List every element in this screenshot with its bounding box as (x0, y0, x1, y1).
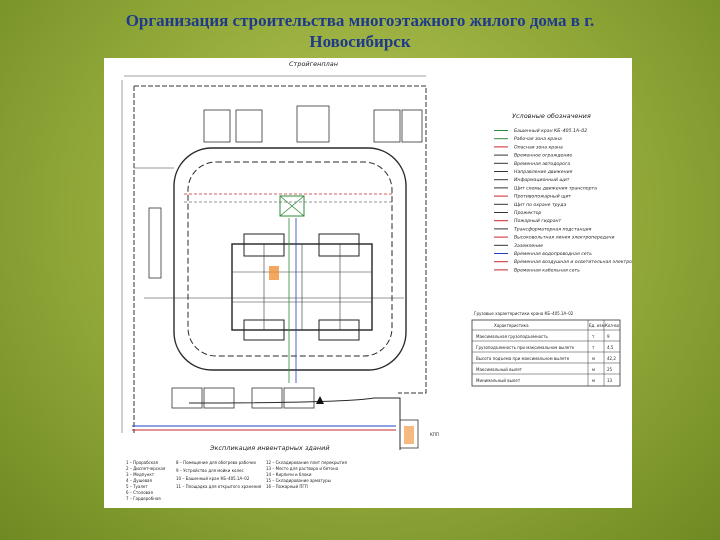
legend-item-label: Противопожарный щит (514, 194, 571, 200)
tower-crane-symbol (279, 195, 305, 217)
svg-text:9 – Устройство для мойки колес: 9 – Устройство для мойки колес (176, 468, 244, 473)
svg-text:1 – Прорабская: 1 – Прорабская (126, 460, 159, 465)
crane-table-unit: т (592, 345, 595, 350)
svg-text:8 – Помещение для обогрева раб: 8 – Помещение для обогрева рабочих (176, 460, 257, 465)
svg-text:14 – Кирпичи и блоки: 14 – Кирпичи и блоки (266, 472, 312, 477)
storage-left (148, 207, 162, 279)
svg-text:15 – Складирование арматуры: 15 – Складирование арматуры (266, 478, 331, 483)
svg-text:10 – Башенный кран КБ–405.1А–0: 10 – Башенный кран КБ–405.1А–02 (176, 476, 250, 481)
explication-col2: 8 – Помещение для обогрева рабочих 9 – У… (176, 460, 262, 489)
storage-area-2 (203, 387, 235, 409)
crane-cross-2 (279, 195, 305, 217)
plan-top-label: Стройгенплан (289, 60, 338, 68)
inventory-building-5 (401, 109, 423, 143)
svg-text:12 – Складирование плит перекр: 12 – Складирование плит перекрытия (266, 460, 347, 465)
legend-item-label: Трансформаторная подстанция (514, 226, 592, 232)
crane-table-unit: м (592, 378, 595, 383)
crane-table: Характеристика Ед. изм Кол-во Максимальн… (471, 319, 621, 387)
legend-title: Условные обозначения (512, 112, 591, 120)
crane-table-value: 4,5 (607, 345, 614, 350)
svg-text:16 – Пожарный ПГП: 16 – Пожарный ПГП (266, 484, 308, 489)
crane-table-characteristic: Минимальный вылет (476, 378, 521, 383)
legend-item-label: Высоковольтная линия электропередачи (514, 235, 614, 241)
legend-item-label: Пожарный гидрант (514, 218, 562, 224)
crane-table-characteristic: Максимальный вылет (476, 367, 523, 372)
wheel-wash (404, 426, 414, 444)
crane-table-characteristic: Высота подъема при максимальном вылете (476, 356, 570, 361)
crane-table-characteristic: Грузоподъемность при максимальном вылете (476, 345, 575, 350)
legend-item-label: Временная воздушная и осветительная элек… (514, 259, 632, 265)
legend-item-label: Заземление (514, 243, 543, 249)
site-plan-drawing: Стройгенплан (121, 60, 632, 501)
crane-table-header-qty: Кол-во (605, 323, 620, 328)
svg-text:3 – Медпункт: 3 – Медпункт (126, 472, 155, 477)
legend-item-label: Временная кабельная сеть (514, 267, 580, 273)
storage-area-4 (283, 387, 315, 409)
legend-item-label: Временная автодорога (514, 161, 570, 167)
inventory-building-1 (203, 109, 231, 143)
crane-table-characteristic: Максимальная грузоподъемность (476, 334, 549, 339)
access-road (188, 397, 401, 450)
svg-text:4 – Душевая: 4 – Душевая (126, 478, 153, 483)
crane-table-unit: м (592, 356, 595, 361)
legend-item-label: Рабочая зона крана (514, 136, 562, 142)
crane-table-unit: м (592, 367, 595, 372)
crane-table-header-characteristic: Характеристика (494, 323, 529, 328)
slide-title-line2: Новосибирск (309, 32, 411, 51)
temporary-road-inner (187, 161, 393, 357)
construction-site-plan: Стройгенплан (104, 58, 632, 508)
legend-item-label: Прожектор (514, 210, 541, 216)
crane-table-value: 25 (607, 367, 613, 372)
slide-title: Организация строительства многоэтажного … (0, 10, 720, 52)
inventory-building-3 (296, 105, 330, 143)
crane-table-unit: т (592, 334, 595, 339)
kpp-box (399, 419, 419, 449)
temporary-road-outer (173, 147, 407, 371)
legend-item-label: Опасная зона крана (514, 144, 563, 150)
crane-table-value: 13 (607, 378, 613, 383)
crane-table-header-unit: Ед. изм (589, 323, 605, 328)
slide-title-line1: Организация строительства многоэтажного … (125, 11, 595, 30)
inventory-building-2 (235, 109, 263, 143)
inventory-building-4 (373, 109, 401, 143)
crane-table-value: 42,2 (607, 356, 616, 361)
svg-text:11 – Площадка для открытого хр: 11 – Площадка для открытого хранения (176, 484, 262, 489)
legend-item-label: Временная водопроводная сеть (514, 251, 592, 257)
transformer-substation (316, 396, 324, 404)
svg-text:6 – Столовая: 6 – Столовая (126, 490, 153, 495)
residential-building (231, 233, 373, 341)
legend-item-label: Башенный кран КБ–405.1А–02 (514, 128, 587, 134)
crane-table-title: Грузовые характеристики крана КБ–405.1А–… (474, 311, 574, 316)
explication-title: Экспликация инвентарных зданий (209, 444, 330, 452)
legend-item-label: Временное ограждение (514, 153, 572, 159)
svg-text:13 – Место для раствора и бето: 13 – Место для раствора и бетона (266, 466, 339, 471)
crane-table-value: 9 (607, 334, 610, 339)
svg-text:7 – Гардеробная: 7 – Гардеробная (126, 496, 161, 501)
legend-item-label: Направление движения (514, 169, 573, 175)
explication-col1: 1 – Прорабская 2 – Диспетчерская 3 – Мед… (126, 460, 166, 501)
storage-area-3 (251, 387, 283, 409)
legend-item-label: Щит схемы движения транспорта (514, 185, 597, 191)
kpp-label: КПП (430, 432, 439, 437)
legend-item-label: Информационный щит (514, 177, 570, 183)
svg-text:2 – Диспетчерская: 2 – Диспетчерская (126, 466, 166, 471)
storage-area-1 (171, 387, 203, 409)
legend-item-label: Щит по охране труда (514, 202, 566, 208)
temporary-fence (134, 85, 427, 394)
explication-col3: 12 – Складирование плит перекрытия 13 – … (266, 460, 347, 489)
svg-text:5 – Туалет: 5 – Туалет (126, 484, 148, 489)
